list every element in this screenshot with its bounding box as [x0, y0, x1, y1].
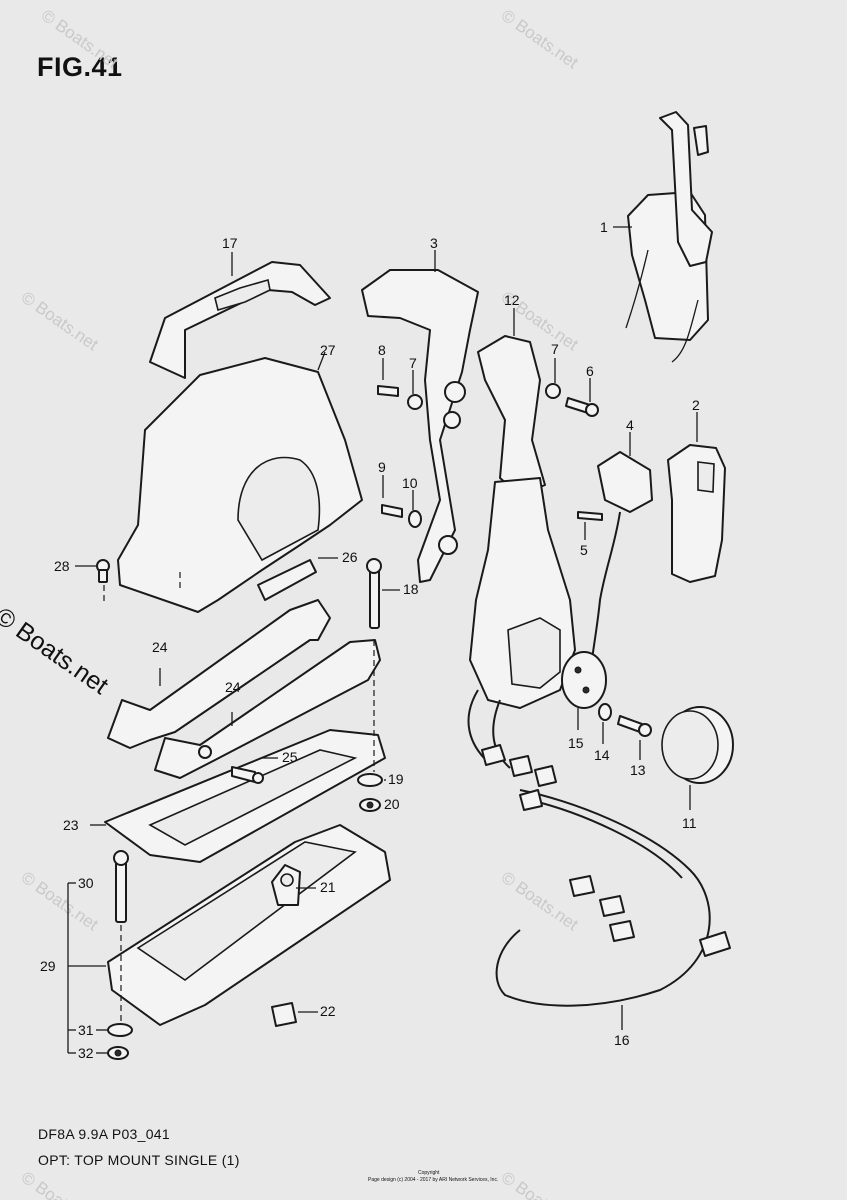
part-3-shift-arm: [361, 250, 479, 583]
callout-1: 1: [600, 219, 608, 235]
part-16-harness: [481, 744, 731, 1030]
callout-9: 9: [378, 459, 386, 475]
part-10-washer: [408, 490, 422, 528]
callout-25: 25: [282, 749, 298, 765]
callout-27: 27: [320, 342, 336, 358]
part-26-plate: [257, 557, 338, 601]
callout-23: 23: [63, 817, 79, 833]
callout-21: 21: [320, 879, 336, 895]
callout-16: 16: [614, 1032, 630, 1048]
part-8-bolt: [377, 358, 399, 397]
callout-7a: 7: [409, 355, 417, 371]
callout-labels: 1 2 3 4 5 6 7 7 8 9 10 11 12 13 14 15 16…: [40, 219, 700, 1061]
callout-17: 17: [222, 235, 238, 251]
watermark: © Boats.net: [498, 6, 582, 73]
part-30-31-32-fasteners: [107, 850, 133, 1060]
figure-description: OPT: TOP MOUNT SINGLE (1): [38, 1152, 240, 1168]
callout-11: 11: [682, 815, 697, 831]
part-1-remote-control-assembly: [613, 111, 713, 363]
part-12-lever-bracket: [477, 308, 546, 496]
callout-29: 29: [40, 958, 56, 974]
watermark: © Boats.net: [18, 1168, 102, 1200]
callout-6: 6: [586, 363, 594, 379]
part-9-bolt: [381, 475, 403, 518]
callout-5: 5: [580, 542, 588, 558]
callout-30: 30: [78, 875, 94, 891]
callout-20: 20: [384, 796, 400, 812]
callout-19: 19: [388, 771, 404, 787]
callout-28: 28: [54, 558, 70, 574]
callout-26: 26: [342, 549, 358, 565]
part-29-base: [107, 824, 391, 1026]
watermark: © Boats.net: [498, 1168, 582, 1200]
part-11-cap: [661, 706, 734, 810]
callout-24a: 24: [152, 639, 168, 655]
group-bracket-29: [67, 882, 108, 1054]
callout-8: 8: [378, 342, 386, 358]
callout-2: 2: [692, 397, 700, 413]
copyright-text: Page design (c) 2004 - 2017 by ARI Netwo…: [368, 1177, 499, 1183]
alignment-lines: [103, 572, 375, 1024]
callout-3: 3: [430, 235, 438, 251]
callout-32: 32: [78, 1045, 94, 1061]
part-24-bracket: [107, 599, 381, 779]
callout-18: 18: [403, 581, 419, 597]
figure-title: FIG.41: [37, 52, 123, 82]
part-14-washer: [598, 703, 612, 744]
model-code: DF8A 9.9A P03_041: [38, 1126, 170, 1142]
callout-24b: 24: [225, 679, 241, 695]
callout-13: 13: [630, 762, 646, 778]
part-6-screw: [565, 378, 599, 417]
part-7-washer-b: [545, 358, 561, 399]
part-4-neutral-switch: [589, 432, 653, 691]
callout-15: 15: [568, 735, 584, 751]
callout-14: 14: [594, 747, 610, 763]
callout-12: 12: [504, 292, 520, 308]
part-15-plate: [561, 651, 607, 730]
part-7-washer-a: [407, 370, 423, 410]
part-19-washer: [357, 773, 386, 787]
part-28-screw: [75, 559, 110, 583]
callout-4: 4: [626, 417, 634, 433]
watermark: © Boats.net: [38, 6, 122, 73]
copyright-label: Copyright: [418, 1170, 440, 1176]
callout-7b: 7: [551, 341, 559, 357]
callout-10: 10: [402, 475, 418, 491]
part-13-screw: [617, 715, 652, 760]
part-23-gasket: [90, 729, 386, 863]
part-18-bolt: [366, 558, 400, 629]
watermark: © Boats.net: [498, 868, 582, 935]
part-housing-arm: [467, 477, 576, 769]
part-5-screw: [577, 511, 603, 540]
watermark: © Boats.net: [18, 288, 102, 355]
part-17-top-cover: [149, 252, 331, 379]
part-27-main-cover: [117, 351, 363, 613]
callout-22: 22: [320, 1003, 336, 1019]
part-20-nut: [359, 798, 381, 812]
part-25-screw: [231, 757, 278, 784]
callout-31: 31: [78, 1022, 94, 1038]
part-22-clip: [271, 1002, 318, 1027]
part-2-lever-handle: [667, 412, 726, 583]
